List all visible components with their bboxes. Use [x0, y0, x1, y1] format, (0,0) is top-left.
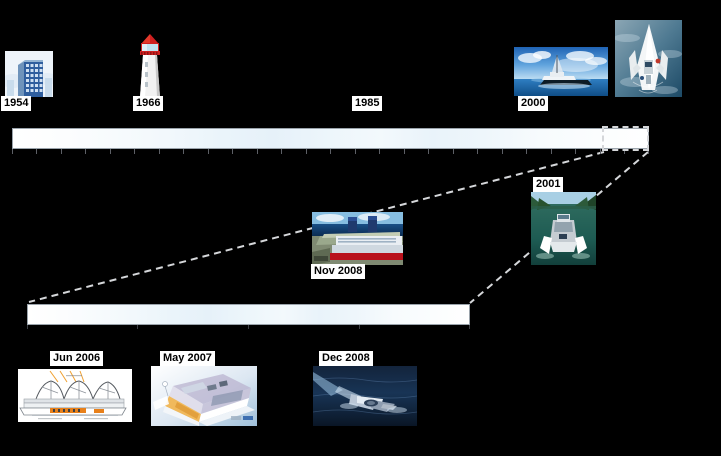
date-label-nov-2008: Nov 2008	[311, 264, 366, 279]
thumb-structural-drawing	[18, 369, 132, 422]
thumb-lighthouse	[131, 31, 169, 97]
upper-timeline-ticks	[12, 149, 649, 154]
date-label-2001: 2001	[533, 177, 564, 192]
thumb-cruise-ship	[312, 212, 403, 265]
thumb-cutaway-render	[151, 366, 257, 426]
lower-timeline-ticks	[27, 325, 470, 330]
thumb-vessel-at-sea	[313, 366, 417, 426]
thumb-trimaran-aerial	[615, 20, 682, 97]
upper-timeline-bar	[12, 128, 649, 149]
date-label-2000: 2000	[518, 96, 549, 111]
thumb-office-building	[5, 51, 53, 97]
thumb-river-trimaran	[531, 192, 596, 265]
date-label-dec-2008: Dec 2008	[319, 351, 373, 366]
lower-timeline-bar	[27, 304, 470, 325]
date-label-jun-2006: Jun 2006	[50, 351, 104, 366]
date-label-1966: 1966	[133, 96, 164, 111]
date-label-may-2007: May 2007	[160, 351, 215, 366]
date-label-1954: 1954	[1, 96, 32, 111]
zoom-source-region	[602, 126, 649, 151]
thumb-catamaran-at-sea	[514, 47, 608, 96]
date-label-1985: 1985	[352, 96, 383, 111]
